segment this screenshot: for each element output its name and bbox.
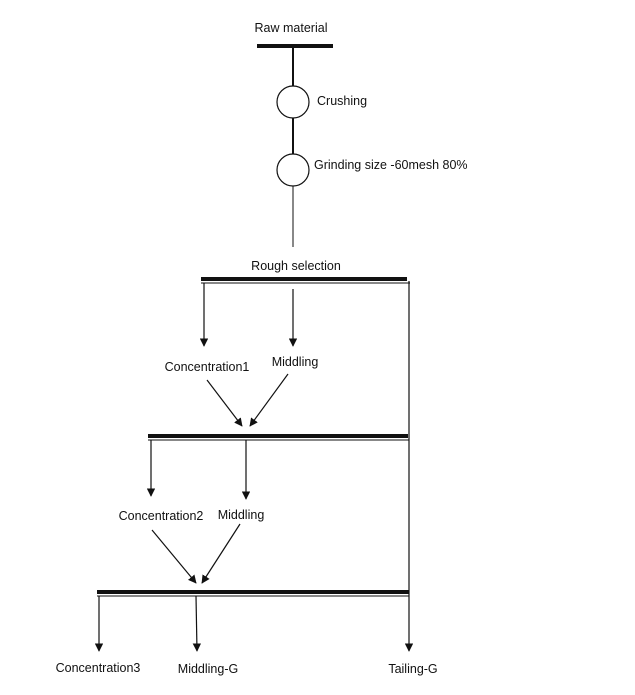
rough-selection-bar xyxy=(201,277,407,281)
middling-g-label: Middling-G xyxy=(178,662,238,676)
middling2-to-cleaner2-arrow xyxy=(201,523,241,584)
cleaner2-bar xyxy=(97,590,409,594)
concentration2-label: Concentration2 xyxy=(119,509,204,523)
middling2-label: Middling xyxy=(218,508,265,522)
concentration3-label: Concentration3 xyxy=(56,661,141,675)
middling1-label: Middling xyxy=(272,355,319,369)
grinding-label: Grinding size -60mesh 80% xyxy=(314,158,468,172)
rough-selection-label: Rough selection xyxy=(251,259,341,273)
crushing-label: Crushing xyxy=(317,94,367,108)
cleaner2-to-middling-g-arrow xyxy=(192,595,202,652)
concentration1-label: Concentration1 xyxy=(165,360,250,374)
concentration2-to-cleaner2-arrow xyxy=(151,529,197,584)
cleaner1-bar xyxy=(148,434,408,438)
raw-material-label: Raw material xyxy=(255,21,328,35)
raw-material-bar xyxy=(257,44,333,48)
grinding-circle xyxy=(276,153,310,187)
tailing-g-label: Tailing-G xyxy=(388,662,437,676)
crushing-circle xyxy=(276,85,310,119)
middling1-to-cleaner1-arrow xyxy=(249,373,289,427)
concentration1-to-cleaner1-arrow xyxy=(206,379,243,427)
